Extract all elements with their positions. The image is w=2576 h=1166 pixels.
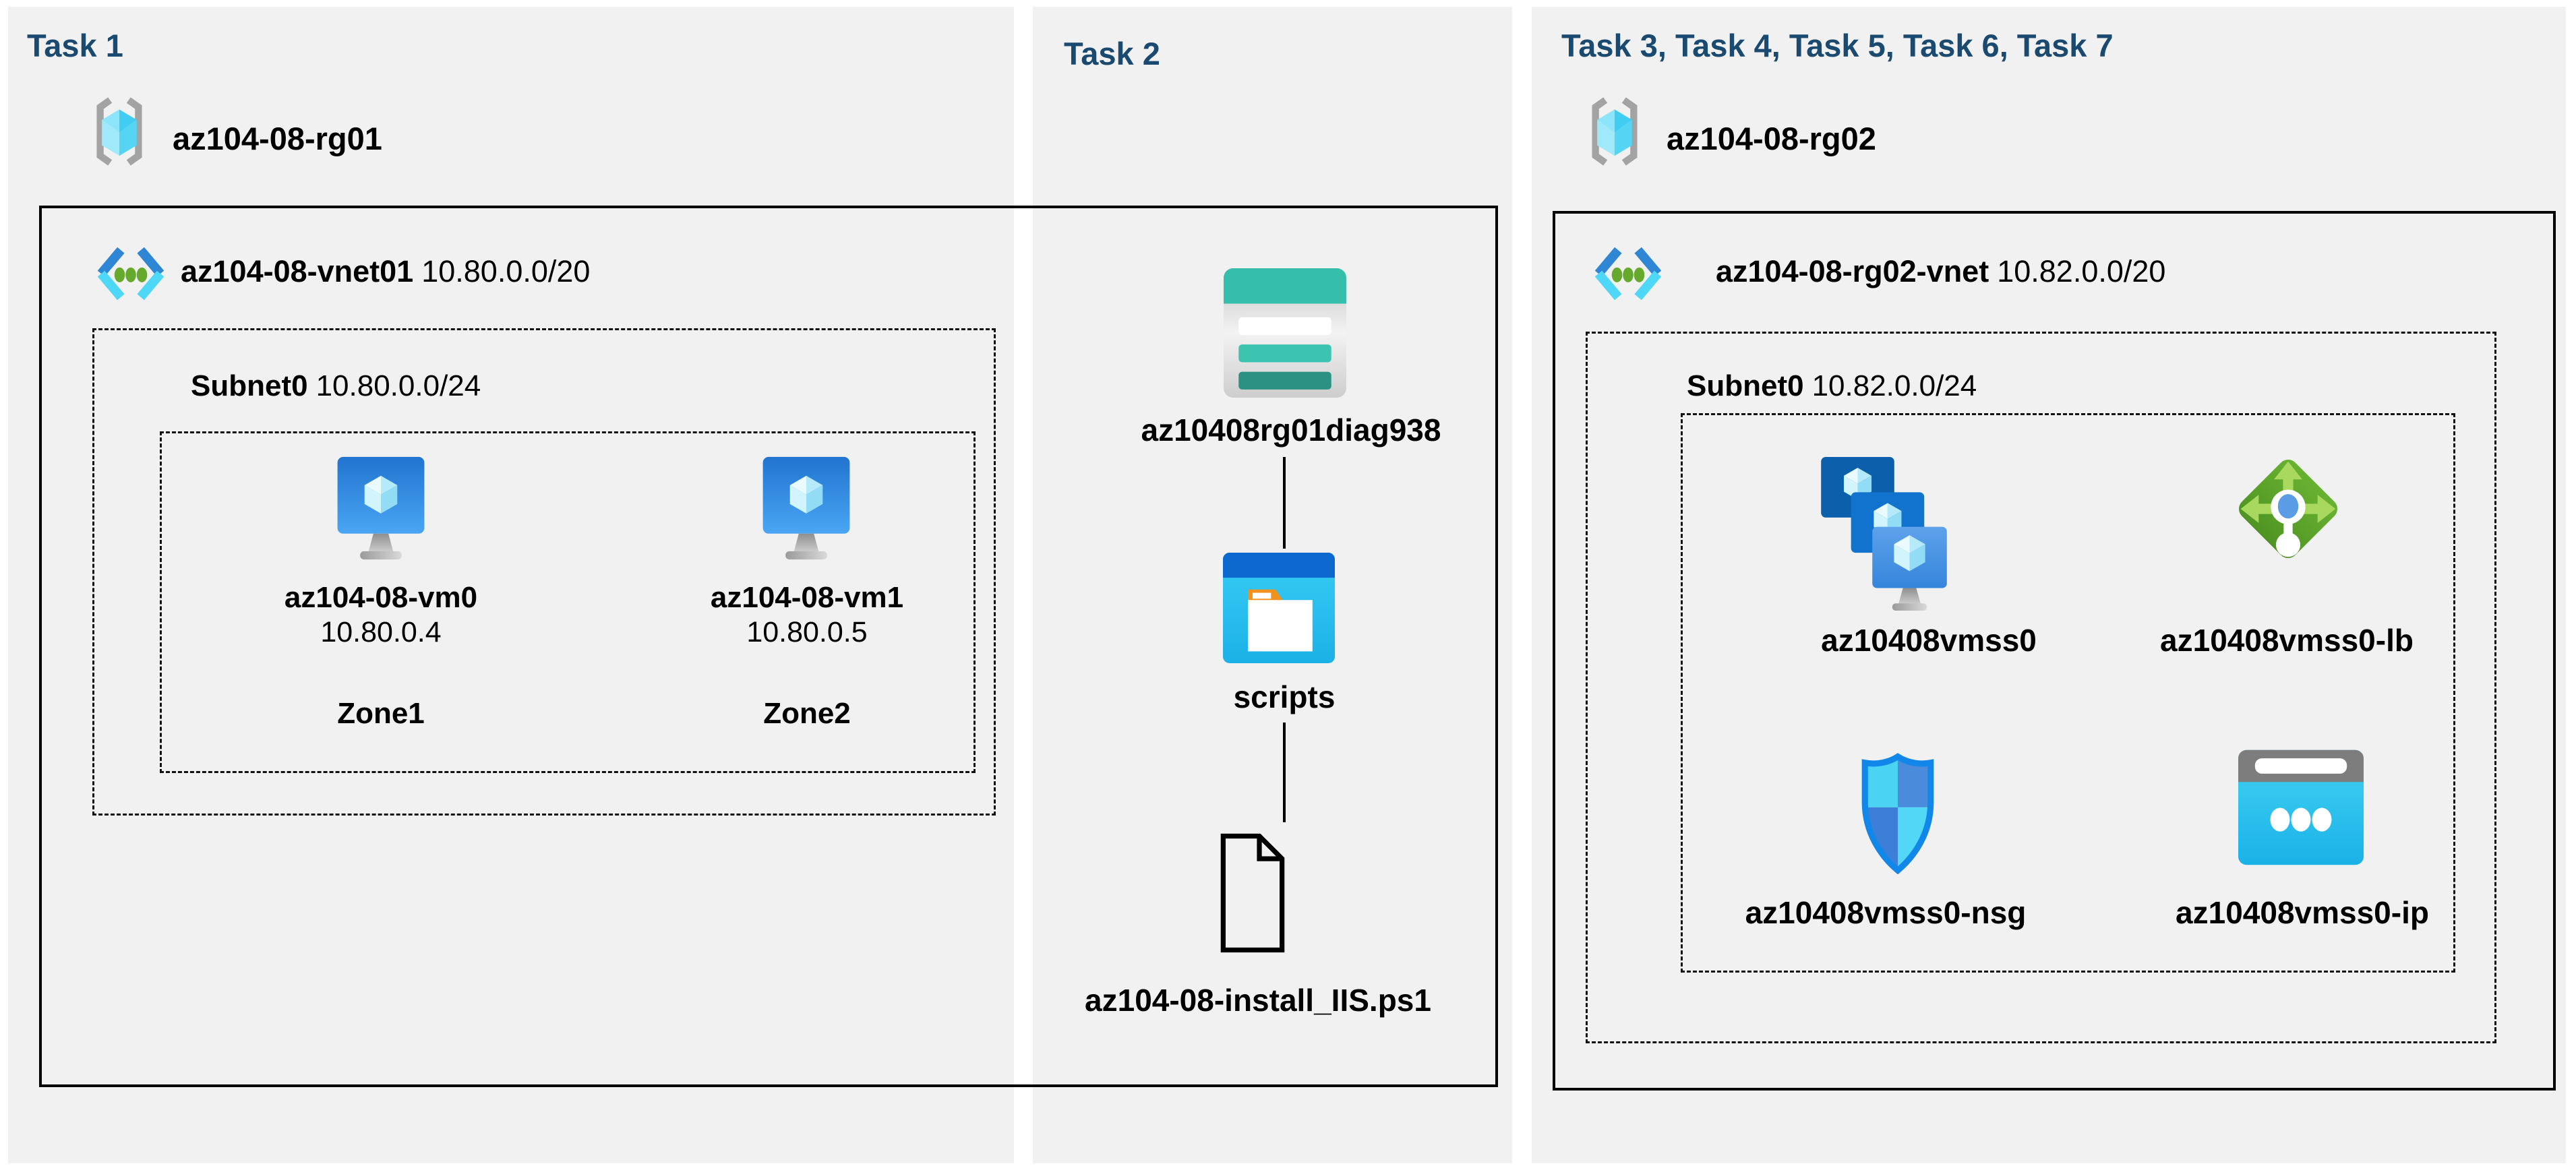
vnet1-name: az104-08-vnet01 (181, 254, 414, 288)
network-security-group-icon (1861, 753, 1934, 875)
resource-group-1-name: az104-08-rg01 (173, 121, 382, 156)
subnet0-vnet2-cidr: 10.82.0.0/24 (1811, 369, 1977, 402)
resource-group-icon (1586, 94, 1644, 168)
vm1-name: az104-08-vm1 (710, 581, 904, 614)
storage-account-name: az10408rg01diag938 (1141, 412, 1441, 448)
availability-zones-box (160, 431, 976, 773)
connector-container-to-file (1283, 723, 1286, 822)
virtual-machine-icon (759, 453, 853, 573)
virtual-network-icon (1591, 236, 1665, 311)
storage-account-icon (1224, 268, 1346, 398)
resource-group-icon (90, 94, 148, 168)
subnet0-box-vnet2 (1586, 332, 2496, 1043)
virtual-machine-icon (334, 453, 428, 573)
vm-scale-set-icon (1821, 457, 1947, 611)
vnet1-cidr: 10.80.0.0/20 (421, 254, 591, 288)
vm1-ip: 10.80.0.5 (746, 616, 868, 648)
vnet2-boundary-box (1553, 211, 2556, 1091)
connector-storage-to-container (1283, 457, 1286, 549)
vm0-ip: 10.80.0.4 (320, 616, 442, 648)
vnet1-boundary-box (39, 206, 1498, 1087)
vm1-labels: az104-08-vm1 10.80.0.5 Zone2 (638, 580, 976, 731)
task2-title: Task 2 (1064, 36, 1160, 71)
vmss-resources-box (1681, 413, 2455, 973)
vm0-zone: Zone1 (337, 697, 425, 730)
public-ip-name: az10408vmss0-ip (2176, 895, 2429, 930)
task1-title: Task 1 (27, 28, 123, 63)
subnet0-vnet1-cidr: 10.80.0.0/24 (316, 369, 481, 402)
container-name: scripts (1233, 679, 1336, 714)
vnet2-cidr: 10.82.0.0/20 (1997, 254, 2166, 288)
subnet0-box-vnet1 (92, 328, 996, 816)
subnet0-vnet1-name: Subnet0 (191, 369, 308, 402)
tasks3-7-title: Task 3, Task 4, Task 5, Task 6, Task 7 (1561, 28, 2114, 63)
virtual-network-icon (94, 236, 168, 311)
panel-task1 (8, 7, 1014, 1163)
nsg-name: az10408vmss0-nsg (1745, 895, 2027, 930)
load-balancer-name: az10408vmss0-lb (2160, 623, 2414, 658)
resource-group-2-name: az104-08-rg02 (1667, 121, 1876, 156)
subnet0-vnet2-name: Subnet0 (1687, 369, 1804, 402)
vnet2-name: az104-08-rg02-vnet (1716, 254, 1989, 288)
script-file-icon (1220, 833, 1285, 953)
vm1-zone: Zone2 (763, 697, 851, 730)
script-file-name: az104-08-install_IIS.ps1 (1085, 983, 1431, 1018)
vm0-labels: az104-08-vm0 10.80.0.4 Zone1 (212, 580, 549, 731)
vmss-name: az10408vmss0 (1821, 623, 2037, 658)
public-ip-icon (2238, 749, 2364, 865)
vm0-name: az104-08-vm0 (284, 581, 478, 614)
load-balancer-icon (2239, 460, 2337, 558)
blob-container-icon (1223, 552, 1335, 664)
